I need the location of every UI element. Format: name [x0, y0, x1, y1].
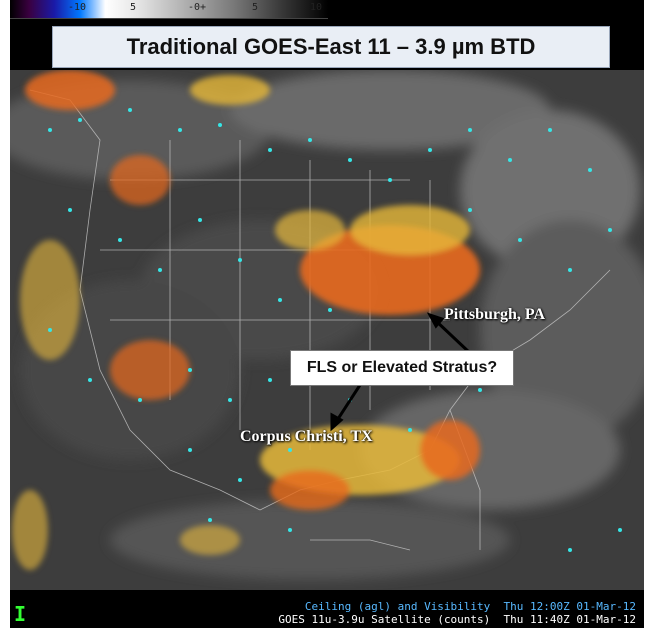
annotation-arrows — [330, 312, 472, 432]
label-pittsburgh: Pittsburgh, PA — [444, 306, 546, 323]
map-graphics — [10, 70, 644, 590]
page-title: Traditional GOES-East 11 – 3.9 µm BTD — [126, 34, 536, 59]
colorbar-tick: 5 — [130, 2, 137, 13]
satellite-map — [10, 70, 644, 590]
arrow-to-corpus — [334, 384, 362, 423]
arrowhead-corpus — [330, 412, 344, 432]
arrow-to-pittsburgh — [433, 318, 472, 355]
colorbar-tick: -0+ — [188, 2, 207, 13]
satellite-image-frame: -10 5 -0+ 5 10 — [10, 0, 644, 628]
colorbar-tick: 10 — [310, 2, 323, 13]
cursor-icon: I — [14, 602, 27, 626]
callout-question: FLS or Elevated Stratus? — [306, 359, 498, 376]
callout-box: FLS or Elevated Stratus? — [290, 350, 514, 386]
title-banner: Traditional GOES-East 11 – 3.9 µm BTD — [52, 26, 610, 68]
footer-satellite-line: GOES 11u-3.9u Satellite (counts) Thu 11:… — [278, 613, 636, 626]
color-scale-bar: -10 5 -0+ 5 10 — [10, 0, 328, 19]
status-footer: I Ceiling (agl) and Visibility Thu 12:00… — [10, 590, 644, 628]
colorbar-tick: 5 — [252, 2, 259, 13]
label-corpus-christi: Corpus Christi, TX — [240, 428, 373, 445]
footer-ceiling-line: Ceiling (agl) and Visibility Thu 12:00Z … — [304, 600, 636, 613]
colorbar-tick: -10 — [68, 2, 87, 13]
stratus-fields — [12, 70, 480, 570]
arrowhead-pittsburgh — [426, 312, 445, 329]
